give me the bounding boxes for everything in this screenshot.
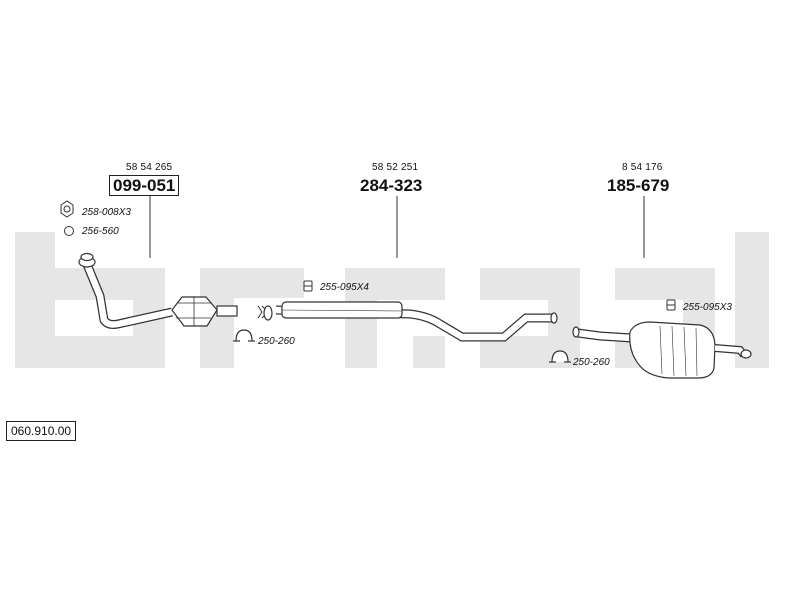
ring-icon — [64, 226, 74, 236]
center-silencer — [281, 301, 403, 319]
leader-lines — [149, 196, 645, 258]
accessory-label[interactable]: 250-260 — [573, 357, 610, 368]
part-number-3[interactable]: 185-679 — [607, 176, 670, 195]
accessory-label[interactable]: 256-560 — [82, 226, 119, 237]
reference-number: 060.910.00 — [6, 421, 77, 441]
front-pipe — [78, 252, 238, 329]
oem-number-1: 58 54 265 — [126, 162, 173, 173]
rear-silencer — [629, 321, 716, 379]
clamp-icon — [549, 350, 571, 363]
middle-pipe — [257, 301, 558, 342]
accessory-label[interactable]: 255-095X4 — [320, 282, 369, 293]
bolt-icon — [666, 299, 676, 311]
part-number-1[interactable]: 099-051 — [109, 175, 180, 196]
oem-number-2: 58 52 251 — [372, 162, 419, 173]
accessory-label[interactable]: 250-260 — [258, 336, 295, 347]
accessory-label[interactable]: 255-095X3 — [683, 302, 732, 313]
accessory-label[interactable]: 258-008X3 — [82, 207, 131, 218]
nut-icon — [60, 200, 74, 218]
bolt-icon — [303, 280, 313, 292]
clamp-icon — [233, 329, 255, 342]
oem-number-3: 8 54 176 — [622, 162, 663, 173]
catalytic-converter — [171, 296, 218, 327]
part-number-2[interactable]: 284-323 — [360, 176, 423, 195]
rear-pipe — [572, 321, 752, 379]
